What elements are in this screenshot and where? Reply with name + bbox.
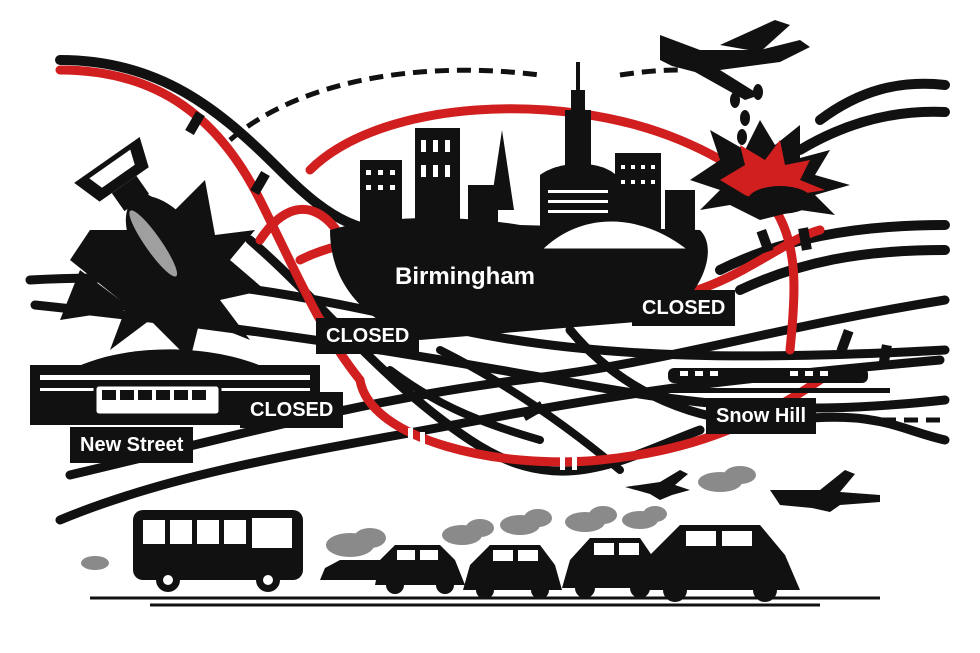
- explosion-icon: [690, 120, 850, 220]
- closed-sign-right: CLOSED: [632, 290, 736, 326]
- bus-icon: [93, 383, 222, 417]
- city-label-birmingham: Birmingham: [395, 263, 536, 290]
- plane-icon-small-2: [770, 470, 880, 512]
- stadium-roof: [536, 218, 695, 252]
- bus-icon-traffic: [133, 510, 303, 592]
- car-windows: [397, 531, 752, 561]
- closed-sign-middle: CLOSED: [316, 318, 420, 354]
- road: [90, 596, 880, 607]
- train-icon: [650, 368, 890, 393]
- plane-icon: [660, 20, 810, 100]
- closed-sign-left: CLOSED: [240, 392, 344, 428]
- station-label-new-street: New Street: [70, 427, 194, 463]
- plane-icon-small-1: [625, 470, 690, 500]
- skyline-windows: [366, 140, 655, 213]
- new-street-station: [30, 349, 320, 425]
- smoke-icon: [81, 466, 756, 570]
- station-label-snow-hill: Snow Hill: [706, 398, 816, 434]
- bomb-icon: [60, 136, 265, 360]
